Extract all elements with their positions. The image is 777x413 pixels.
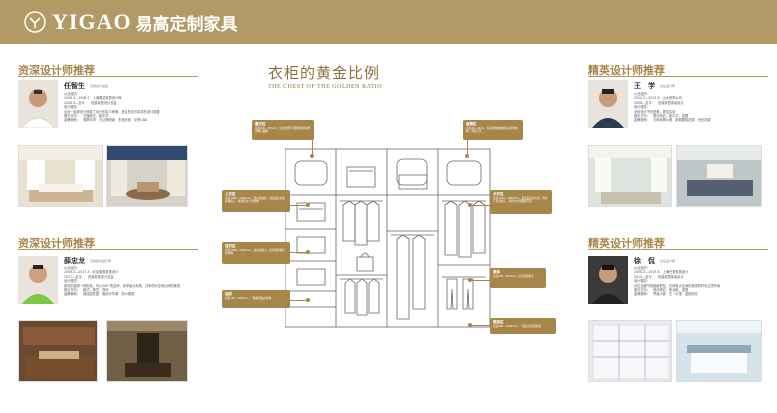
leader-dot bbox=[306, 203, 310, 207]
zone-label: 上衣区 高度1000—1200mm，最好是抽屉，进深最好是抽屉或格子，放置短款上… bbox=[222, 190, 290, 212]
section-title-senior-1: 资深设计师推荐 bbox=[18, 64, 95, 77]
case-photo-lounge bbox=[676, 145, 762, 207]
case-photo-dining-room bbox=[106, 145, 188, 207]
zone-label: 鞋柜区 高度800—1000mm，一般适宜放置鞋类 bbox=[490, 318, 556, 334]
leader-dot bbox=[468, 203, 472, 207]
leader-line bbox=[470, 325, 490, 326]
leader-line bbox=[312, 138, 313, 156]
avatar bbox=[588, 256, 628, 304]
section-divider bbox=[588, 76, 768, 77]
case-photo-study bbox=[106, 320, 188, 382]
brand-logo-icon bbox=[24, 11, 46, 33]
case-photo-bookshelf bbox=[588, 320, 672, 382]
zone-label: 抽屉 高度150—200mm，一般放置贴身衣物 bbox=[222, 290, 290, 308]
brand-name-cn: 易高定制家具 bbox=[135, 14, 238, 35]
leader-line bbox=[290, 252, 308, 253]
brand-name-en: YIGAO bbox=[52, 9, 132, 34]
case-photo-villa-hall bbox=[588, 145, 672, 207]
section-title-senior-2: 资深设计师推荐 bbox=[18, 237, 95, 250]
zone-label: 挂衣区 高度1000—1200mm，最好是格子，适合放置叠起的衣物 bbox=[222, 242, 290, 264]
case-photo-kitchen bbox=[18, 320, 98, 382]
section-divider bbox=[18, 76, 198, 77]
case-photo-living-room bbox=[18, 145, 103, 207]
zone-label: 长衣区 高度1400—1500mm，最高最长的大衣，风衣与长款裙子，特别大衣需预… bbox=[490, 190, 552, 214]
designer-name: 王 学 bbox=[634, 82, 655, 90]
section-divider bbox=[18, 249, 198, 250]
avatar bbox=[588, 80, 628, 128]
section-title-elite-2: 精英设计师推荐 bbox=[588, 237, 665, 250]
leader-dot bbox=[465, 154, 469, 158]
zone-label: 叠衣区 高度100—150cm，适合放置不需要挂起的换季衣物与被褥 bbox=[252, 120, 314, 140]
designer-role: 高级室内设计师 bbox=[90, 259, 112, 263]
designer-role: 主任设计师 bbox=[660, 84, 676, 88]
section-divider bbox=[588, 249, 768, 250]
leader-line bbox=[470, 280, 490, 281]
wardrobe-diagram bbox=[285, 148, 491, 328]
page-title: 衣柜的黄金比例 bbox=[268, 64, 381, 82]
leader-line bbox=[290, 300, 308, 301]
page-subtitle: THE CHEST OF THE GOLDEN RATIO bbox=[268, 84, 383, 90]
brand-header: YIGAO 易高定制家具 bbox=[0, 0, 777, 44]
designer-role: 高级设计总监 bbox=[90, 84, 109, 88]
zone-label: 被褥区 高度40—60cm，适宜放置被褥枕头及换季衣物，所需空间 bbox=[463, 120, 523, 140]
avatar bbox=[18, 256, 58, 304]
zone-label: 裤架 高度800—900mm，适宜放置裤子 bbox=[490, 268, 546, 288]
leader-dot bbox=[310, 154, 314, 158]
leader-line bbox=[467, 138, 468, 156]
leader-dot bbox=[306, 250, 310, 254]
designer-role: 主任设计师 bbox=[660, 259, 676, 263]
section-title-elite-1: 精英设计师推荐 bbox=[588, 64, 665, 77]
leader-line bbox=[290, 205, 308, 206]
leader-dot bbox=[468, 278, 472, 282]
designer-name: 薛忠龙 bbox=[64, 257, 85, 265]
leader-dot bbox=[468, 323, 472, 327]
leader-dot bbox=[306, 298, 310, 302]
designer-name: 任智生 bbox=[64, 82, 85, 90]
case-photo-bedroom bbox=[676, 320, 762, 382]
avatar bbox=[18, 80, 58, 129]
designer-name: 徐 侃 bbox=[634, 257, 655, 265]
leader-line bbox=[470, 205, 490, 206]
